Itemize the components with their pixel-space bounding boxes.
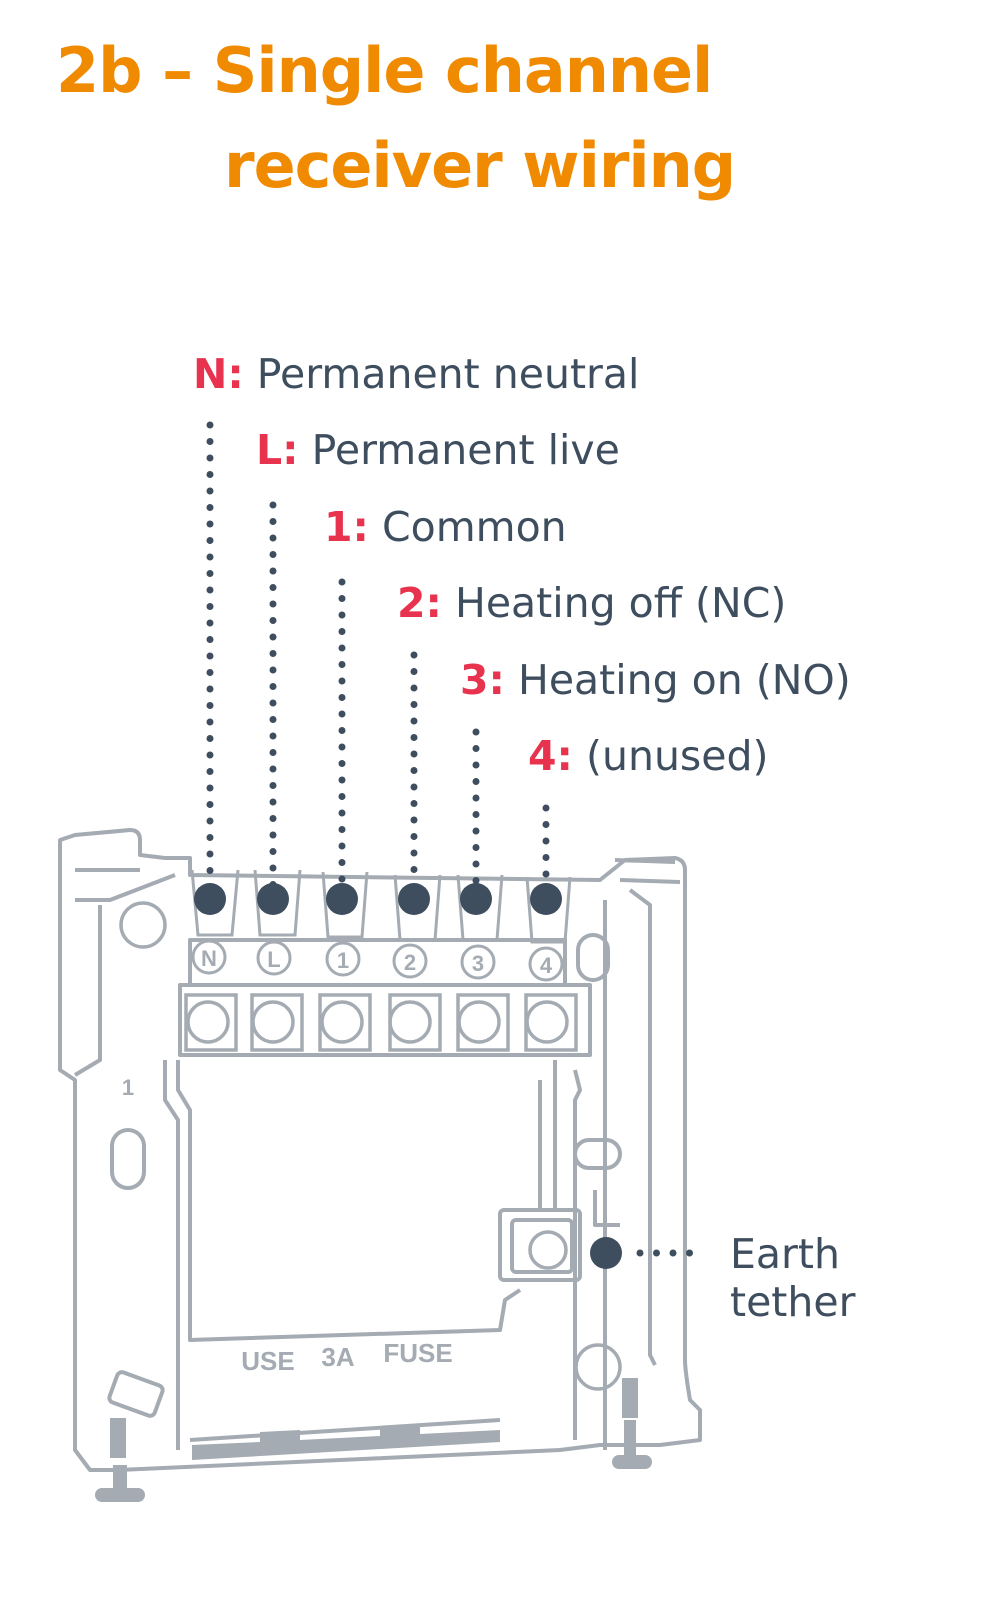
connection-points bbox=[194, 883, 622, 1269]
colon: : bbox=[556, 732, 573, 780]
connection-dot-1 bbox=[326, 883, 358, 915]
diagram-title-line-1: 2b – Single channel bbox=[56, 34, 713, 107]
terminal-key: 1 bbox=[324, 503, 353, 551]
connection-dot-3 bbox=[460, 883, 492, 915]
colon: : bbox=[282, 426, 299, 474]
terminal-key: 2 bbox=[397, 579, 426, 627]
terminal-description: Heating on (NO) bbox=[517, 656, 851, 704]
terminal-label-1: 1: Common bbox=[324, 507, 567, 548]
terminal-key: N bbox=[193, 350, 228, 398]
bottom-rail bbox=[192, 1426, 500, 1460]
fuse-text-3a: 3A bbox=[321, 1342, 354, 1372]
colon: : bbox=[488, 656, 505, 704]
terminal-key: 3 bbox=[460, 656, 489, 704]
terminal-description: Common bbox=[381, 503, 567, 551]
connection-dot-earth bbox=[590, 1237, 622, 1269]
terminal-description: Permanent neutral bbox=[256, 350, 640, 398]
colon: : bbox=[352, 503, 369, 551]
earth-label-line-2: tether bbox=[730, 1278, 856, 1326]
terminal-key: L bbox=[256, 426, 283, 474]
terminal-label-4: 4: (unused) bbox=[528, 736, 769, 777]
terminal-label-l: L: Permanent live bbox=[256, 430, 620, 471]
connection-dot-l bbox=[257, 883, 289, 915]
backplate-outline bbox=[58, 828, 702, 1472]
terminal-label-2: 2: Heating off (NC) bbox=[397, 583, 786, 624]
terminal-key: 4 bbox=[528, 732, 557, 780]
colon: : bbox=[227, 350, 244, 398]
connection-dot-n bbox=[194, 883, 226, 915]
earth-tether-label: Earth tether bbox=[730, 1230, 855, 1326]
marking-1: 1 bbox=[337, 948, 349, 973]
fixing-screws bbox=[95, 1378, 652, 1502]
side-number-marking: 1 bbox=[122, 1075, 134, 1100]
diagram-title-line-2: receiver wiring bbox=[224, 129, 736, 202]
terminal-description: Permanent live bbox=[311, 426, 620, 474]
terminal-label-n: N: Permanent neutral bbox=[193, 354, 639, 395]
colon: : bbox=[425, 579, 442, 627]
terminal-markings: N L 1 2 3 4 bbox=[191, 939, 564, 982]
terminal-description: (unused) bbox=[585, 732, 769, 780]
leader-lines bbox=[206, 421, 709, 1257]
fuse-text-fuse: FUSE bbox=[383, 1338, 452, 1368]
earth-label-line-1: Earth bbox=[730, 1230, 840, 1278]
connection-dot-2 bbox=[398, 883, 430, 915]
terminal-description: Heating off (NC) bbox=[454, 579, 787, 627]
connection-dot-4 bbox=[530, 883, 562, 915]
marking-3: 3 bbox=[472, 951, 484, 976]
marking-4: 4 bbox=[540, 953, 553, 978]
torx-screw-icons bbox=[119, 901, 622, 1391]
terminal-screws bbox=[184, 993, 578, 1270]
marking-2: 2 bbox=[404, 950, 416, 975]
marking-l: L bbox=[267, 947, 280, 972]
fuse-text-use: USE bbox=[241, 1346, 294, 1376]
marking-n: N bbox=[201, 946, 217, 971]
terminal-label-3: 3: Heating on (NO) bbox=[460, 660, 851, 701]
